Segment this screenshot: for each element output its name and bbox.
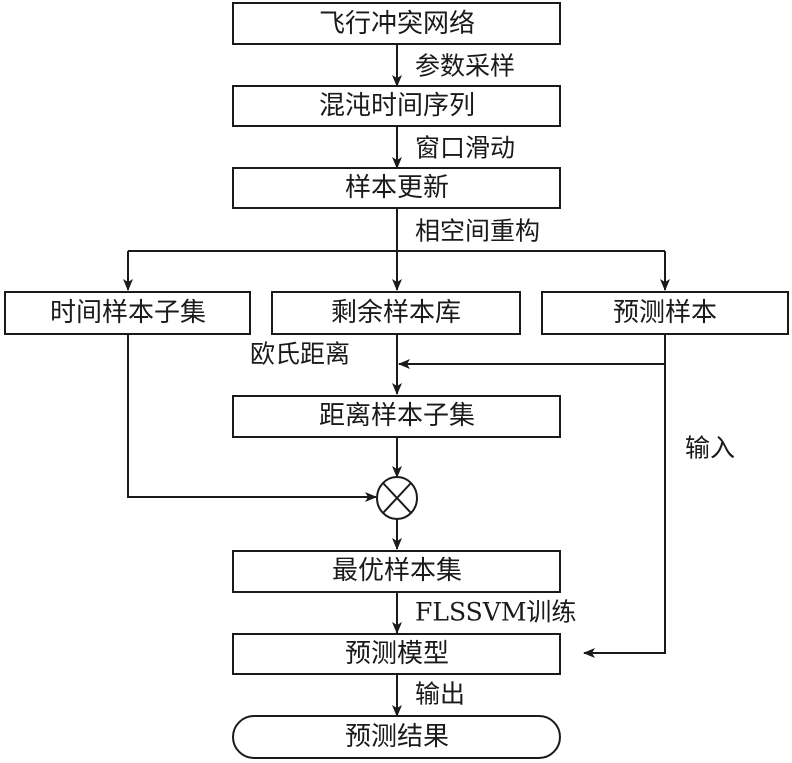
node-optimal-sample-set-box — [232, 550, 561, 593]
node-remaining-sample-library: 剩余样本库 — [331, 298, 461, 328]
node-sample-update: 样本更新 — [345, 173, 449, 203]
label-euclidean-distance: 欧氏距离 — [250, 340, 350, 369]
node-chaotic-time-series: 混沌时间序列 — [319, 91, 475, 121]
node-optimal-sample-set: 最优样本集 — [332, 556, 462, 586]
label-flssvm-training: FLSSVM训练 — [415, 598, 576, 627]
node-time-sample-subset-box — [4, 291, 251, 335]
node-prediction-model: 预测模型 — [345, 639, 449, 669]
node-remaining-sample-library-box — [271, 291, 521, 335]
node-time-sample-subset: 时间样本子集 — [50, 298, 206, 328]
label-param-sampling: 参数采样 — [415, 52, 515, 81]
node-prediction-model-box — [232, 633, 561, 675]
label-output: 输出 — [415, 680, 465, 709]
edge-time-to-operator — [127, 334, 377, 502]
node-sample-update-box — [232, 167, 561, 209]
label-input: 输入 — [685, 434, 735, 463]
edge-prediction-sample-to-distance — [398, 334, 666, 369]
node-flight-conflict-network: 飞行冲突网络 — [319, 9, 475, 39]
label-phase-reconstruction: 相空间重构 — [415, 217, 540, 246]
node-prediction-result: 预测结果 — [345, 722, 449, 752]
node-prediction-sample-box — [541, 291, 789, 335]
edge-input — [583, 364, 666, 658]
node-distance-sample-subset: 距离样本子集 — [319, 401, 475, 431]
label-window-sliding: 窗口滑动 — [415, 134, 515, 163]
node-chaotic-time-series-box — [232, 85, 561, 127]
node-prediction-result-box — [232, 715, 561, 759]
node-prediction-sample: 预测样本 — [613, 298, 717, 328]
node-flight-conflict-network-box — [232, 2, 561, 45]
node-distance-sample-subset-box — [232, 395, 561, 438]
operator-cross-b — [382, 482, 412, 514]
